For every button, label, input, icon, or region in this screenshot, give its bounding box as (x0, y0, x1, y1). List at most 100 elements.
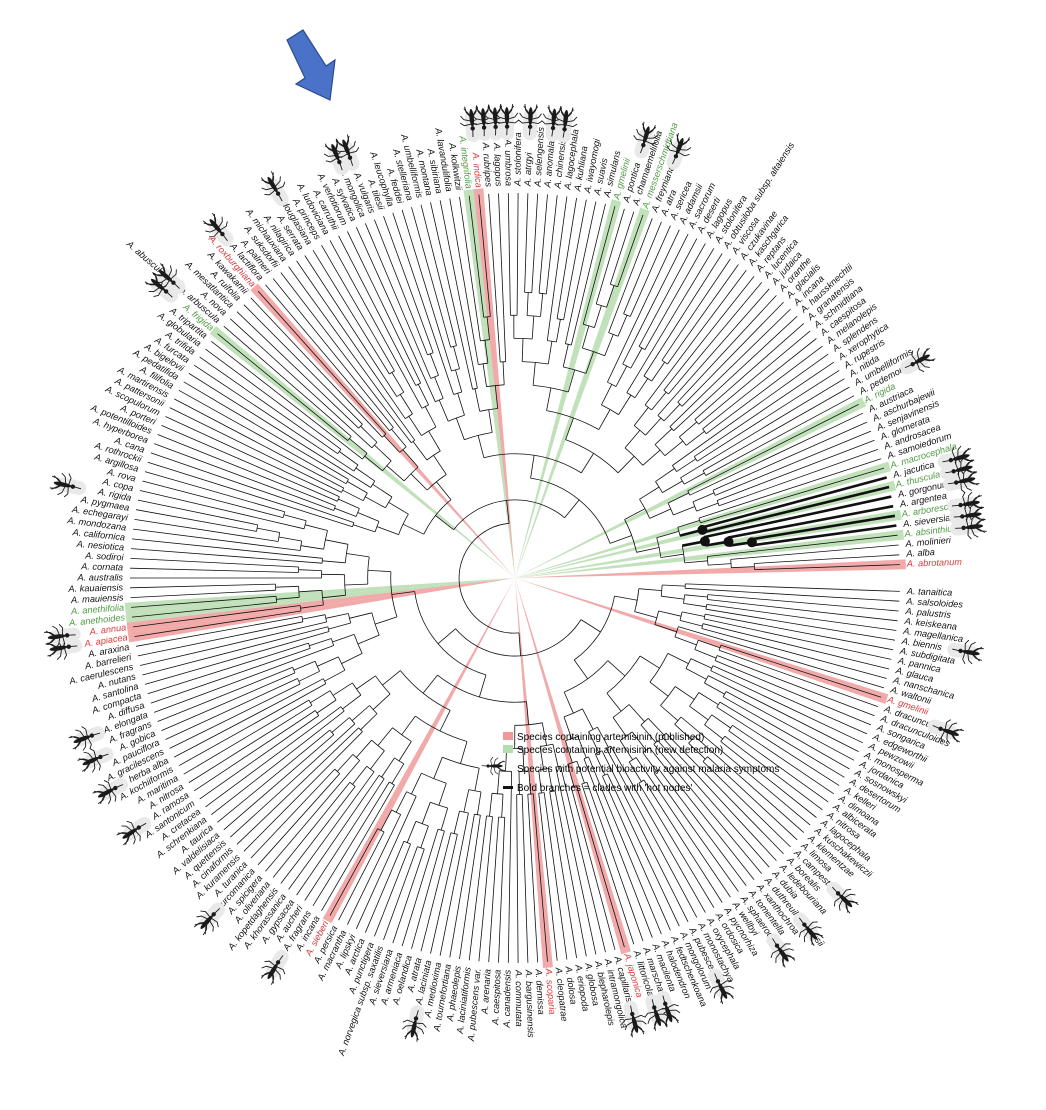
branch-line (188, 373, 371, 488)
branch-line (365, 496, 386, 509)
branch-line (507, 193, 511, 316)
branch-line (434, 376, 444, 399)
branch-line (580, 453, 594, 474)
branch-line (694, 736, 805, 833)
branch-line (334, 507, 357, 517)
branch-line (236, 311, 359, 429)
branch-line (169, 683, 301, 749)
branch-line (144, 471, 285, 513)
branch-arc (353, 464, 359, 472)
branch-line (727, 504, 894, 539)
branch-arc (421, 404, 429, 409)
branch-line (609, 211, 635, 285)
branch-arc (612, 704, 630, 718)
branch-line (531, 315, 535, 340)
branch-line (595, 208, 625, 305)
branch-line (438, 399, 449, 422)
branch-line (347, 231, 422, 384)
branch-line (711, 714, 731, 729)
branch-arc (728, 725, 733, 732)
branch-line (601, 384, 613, 406)
branch-line (392, 212, 454, 395)
branch-line (638, 588, 662, 591)
branch-line (429, 353, 439, 376)
new-detection-highlight-wedge (515, 461, 892, 578)
branch-line (367, 570, 391, 572)
branch-line (634, 378, 649, 398)
branch-line (687, 404, 859, 492)
branch-line (377, 727, 393, 746)
branch-arc (415, 820, 429, 827)
branch-line (257, 290, 387, 435)
published-highlight-wedge (473, 188, 515, 579)
branch-arc (573, 596, 615, 661)
branch-line (331, 717, 350, 733)
branch-line (654, 428, 673, 445)
branch-line (161, 672, 296, 731)
branch-line (474, 768, 480, 791)
species-label: A. australis (77, 572, 124, 582)
branch-line (439, 200, 478, 389)
branch-line (660, 553, 684, 558)
branch-line (661, 258, 731, 361)
species-label: A. annua (88, 622, 127, 637)
branch-line (376, 526, 399, 535)
branch-line (602, 775, 671, 931)
branch-line (563, 199, 587, 320)
branch-line (580, 619, 601, 633)
branch-line (720, 644, 882, 698)
branch-line (449, 198, 479, 365)
branch-line (265, 760, 361, 872)
branch-arc (608, 332, 619, 337)
branch-line (342, 694, 362, 710)
branch-arc (661, 359, 668, 365)
branch-line (346, 553, 370, 558)
branch-line (731, 566, 755, 569)
branch-arc (423, 499, 452, 535)
branch-arc (565, 439, 619, 474)
branch-line (349, 612, 372, 619)
branch-line (689, 412, 864, 496)
branch-line (527, 794, 539, 963)
branch-line (725, 691, 855, 761)
branch-line (136, 509, 257, 532)
published-highlight-wedge (322, 578, 515, 924)
species-label: A. molinieri (904, 535, 952, 549)
branch-line (276, 596, 300, 600)
branch-line (685, 587, 900, 602)
branch-line (383, 435, 400, 453)
branch-arc (389, 781, 395, 786)
branch-line (612, 717, 627, 737)
branch-line (374, 616, 398, 625)
branch-line (391, 372, 405, 393)
branch-arc (390, 571, 398, 618)
branch-arc (702, 756, 708, 762)
branch-line (433, 757, 443, 779)
branch-arc (448, 414, 465, 422)
new-detection-highlight-wedge (515, 207, 650, 578)
species-label: A. commutata (514, 969, 524, 1027)
branch-line (147, 642, 309, 695)
branch-line (619, 740, 634, 761)
branch-arc (314, 661, 320, 672)
branch-line (178, 389, 347, 485)
species-label: A. anomala (542, 141, 556, 189)
branch-line (698, 639, 721, 649)
branch-line (663, 403, 681, 422)
branch-line (577, 736, 587, 759)
branch-line (644, 243, 706, 350)
branch-line (724, 735, 823, 811)
branch-line (449, 814, 475, 958)
branch-arc (352, 682, 362, 696)
branch-arc (513, 337, 533, 340)
branch-line (657, 740, 770, 868)
branch-arc (405, 413, 413, 420)
branch-arc (400, 670, 451, 711)
branch-line (707, 756, 798, 841)
branch-arc (588, 726, 598, 732)
branch-line (298, 569, 322, 571)
branch-line (305, 524, 328, 531)
branch-line (355, 796, 417, 929)
branch-line (702, 338, 817, 430)
branch-line (342, 489, 364, 502)
